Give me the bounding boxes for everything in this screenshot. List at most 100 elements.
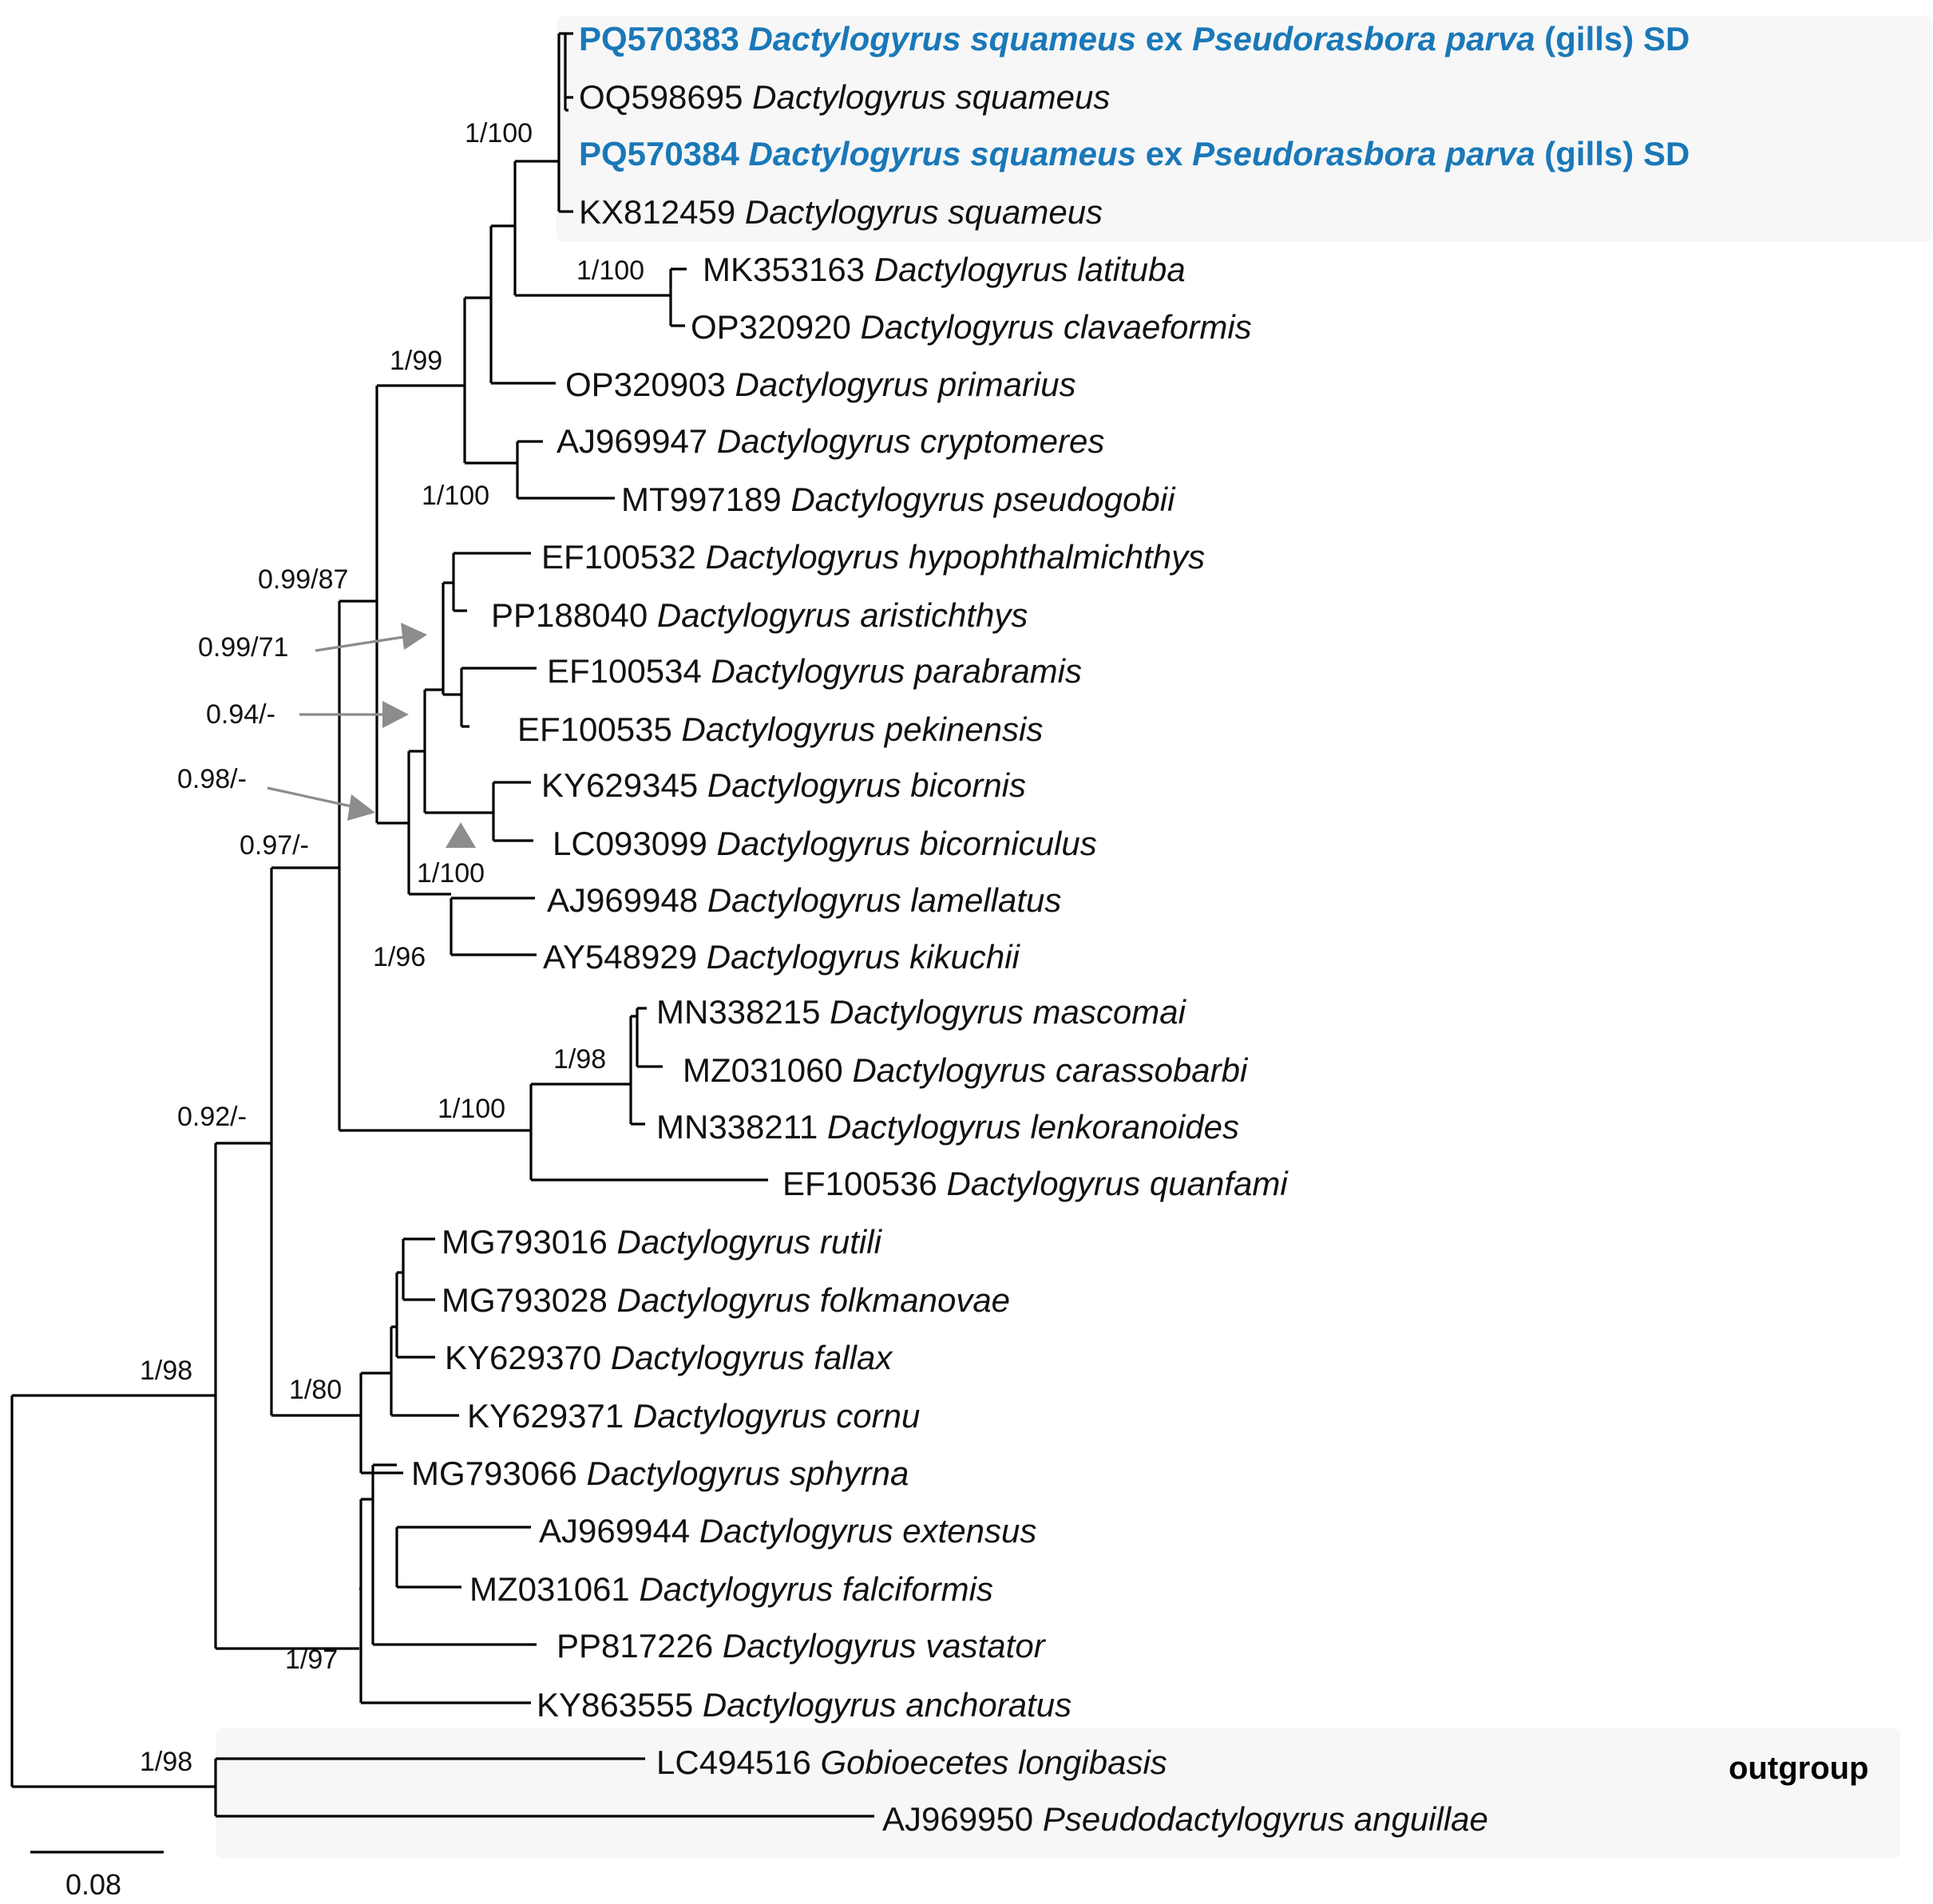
support-label: 1/100 [465, 118, 533, 148]
taxon-label: OQ598695 Dactylogyrus squameus [579, 78, 1110, 116]
taxon-species-name: Dactylogyrus quanfami [947, 1165, 1289, 1202]
branch [442, 581, 461, 696]
branch [338, 600, 531, 1132]
taxon-label: MG793066 Dactylogyrus sphyrna [411, 1455, 909, 1492]
branch [359, 1498, 531, 1704]
taxon-species-name: Dactylogyrus aristichthys [657, 596, 1028, 634]
taxon-label: PP817226 Dactylogyrus vastator [557, 1627, 1047, 1665]
taxon-accession: LC093099 [553, 825, 717, 862]
arrow-head [382, 701, 409, 728]
taxon-accession: AJ969947 [557, 422, 717, 460]
branch [399, 750, 451, 896]
taxon-species-name: Dactylogyrus carassobarbi [852, 1051, 1249, 1089]
taxon-label: KY629345 Dactylogyrus bicornis [541, 766, 1026, 804]
taxon-accession: KY629370 [445, 1339, 611, 1376]
taxon-label: AJ969950 Pseudodactylogyrus anguillae [882, 1800, 1488, 1838]
taxon-label: MT997189 Dactylogyrus pseudogobii [621, 481, 1176, 518]
branch [214, 1142, 359, 1650]
branch [375, 384, 465, 825]
support-label: 1/80 [289, 1375, 342, 1405]
taxon-label: AJ969947 Dactylogyrus cryptomeres [557, 422, 1104, 460]
taxon-species-name: Gobioecetes longibasis [821, 1744, 1167, 1781]
annotation-arrows [267, 623, 476, 848]
taxon-accession: AJ969948 [547, 881, 707, 919]
branch [460, 667, 537, 728]
taxon-species-name: Pseudorasbora parva [1192, 135, 1535, 172]
taxon-species-name: Dactylogyrus folkmanovae [616, 1281, 1010, 1319]
squameus-highlight-box [557, 16, 1932, 242]
arrow-head [347, 794, 375, 821]
taxon-species-name: Dactylogyrus squameus [749, 20, 1137, 57]
taxon-accession: OP320920 [691, 308, 861, 346]
branch [270, 866, 359, 1417]
taxon-accession: KX812459 [579, 193, 745, 231]
scale-bar-label: 0.08 [65, 1868, 121, 1901]
taxon-label: PP188040 Dactylogyrus aristichthys [491, 596, 1028, 634]
branch [492, 781, 533, 842]
taxon-species-name: Dactylogyrus clavaeformis [861, 308, 1252, 346]
taxon-species-name: Dactylogyrus squameus [752, 78, 1110, 116]
taxon-species-name: Dactylogyrus lenkoranoides [827, 1108, 1239, 1146]
taxon-accession: PQ570384 [579, 135, 749, 172]
taxon-species-name: Pseudodactylogyrus anguillae [1043, 1800, 1488, 1838]
taxon-label: KX812459 Dactylogyrus squameus [579, 193, 1103, 231]
support-values: 1/100 1/100 1/99 1/100 0.99/87 0.99/71 0… [140, 118, 644, 1777]
taxon-species-name: Dactylogyrus bicorniculus [717, 825, 1097, 862]
taxon-accession: MN338211 [656, 1108, 827, 1146]
branch [564, 32, 568, 112]
taxon-label: AJ969948 Dactylogyrus lamellatus [547, 881, 1061, 919]
taxon-accession: OQ598695 [579, 78, 752, 116]
taxon-species-name: Dactylogyrus fallax [611, 1339, 893, 1376]
arrow-up-1-100 [446, 822, 476, 848]
taxon-label: PQ570384 Dactylogyrus squameus ex Pseudo… [579, 135, 1689, 172]
taxon-accession: KY863555 [537, 1686, 703, 1724]
taxon-label: OP320903 Dactylogyrus primarius [565, 366, 1076, 403]
taxon-species-name: Dactylogyrus hypophthalmichthys [706, 538, 1206, 576]
taxon-species-name: Dactylogyrus rutili [616, 1223, 882, 1261]
taxon-accession: KY629345 [541, 766, 707, 804]
taxon-species-name: Pseudorasbora parva [1192, 20, 1535, 57]
branch [513, 160, 671, 297]
arrow-head [401, 623, 427, 650]
taxon-accession: MZ031061 [469, 1570, 639, 1608]
taxon-species-name: Dactylogyrus vastator [723, 1627, 1047, 1665]
taxon-accession: PQ570383 [579, 20, 749, 57]
taxon-label: EF100532 Dactylogyrus hypophthalmichthys [541, 538, 1205, 576]
taxon-accession: MG793028 [442, 1281, 616, 1319]
taxon-accession: MG793016 [442, 1223, 616, 1261]
branch [10, 1394, 216, 1788]
taxon-label: OP320920 Dactylogyrus clavaeformis [691, 308, 1252, 346]
arrow-0.98 [267, 786, 352, 808]
taxon-accession: (gills) SD [1535, 135, 1690, 172]
taxon-species-name: Dactylogyrus parabramis [711, 652, 1083, 690]
taxon-accession: PP817226 [557, 1627, 723, 1665]
support-label: 1/100 [417, 858, 485, 889]
branch [489, 224, 551, 385]
taxon-label: LC093099 Dactylogyrus bicorniculus [553, 825, 1097, 862]
support-label: 0.98/- [177, 764, 247, 794]
taxon-accession: MT997189 [621, 481, 790, 518]
support-label: 1/98 [553, 1044, 606, 1075]
taxon-species-name: Dactylogyrus anchoratus [703, 1686, 1071, 1724]
support-label: 1/100 [438, 1094, 505, 1124]
support-label: 1/97 [285, 1645, 338, 1675]
taxon-label: KY863555 Dactylogyrus anchoratus [537, 1686, 1071, 1724]
taxon-species-name: Dactylogyrus cornu [633, 1397, 920, 1435]
taxon-species-name: Dactylogyrus falciformis [639, 1570, 992, 1608]
taxon-accession: MG793066 [411, 1455, 586, 1492]
taxon-accession: (gills) SD [1535, 20, 1690, 57]
outgroup-label: outgroup [1729, 1751, 1869, 1786]
taxon-label: EF100536 Dactylogyrus quanfami [782, 1165, 1289, 1202]
taxon-species-name: Dactylogyrus squameus [745, 193, 1103, 231]
branch [214, 1757, 874, 1818]
support-label: 1/98 [140, 1747, 192, 1777]
taxon-accession: ex [1136, 135, 1192, 172]
support-label: 1/96 [373, 942, 426, 972]
support-label: 1/98 [140, 1356, 192, 1386]
support-label: 1/100 [422, 481, 489, 511]
taxon-label: KY629371 Dactylogyrus cornu [467, 1397, 920, 1435]
taxon-label: MG793016 Dactylogyrus rutili [442, 1223, 883, 1261]
taxon-species-name: Dactylogyrus pekinensis [682, 711, 1044, 748]
taxon-accession: EF100536 [782, 1165, 947, 1202]
taxon-species-name: Dactylogyrus lamellatus [707, 881, 1062, 919]
